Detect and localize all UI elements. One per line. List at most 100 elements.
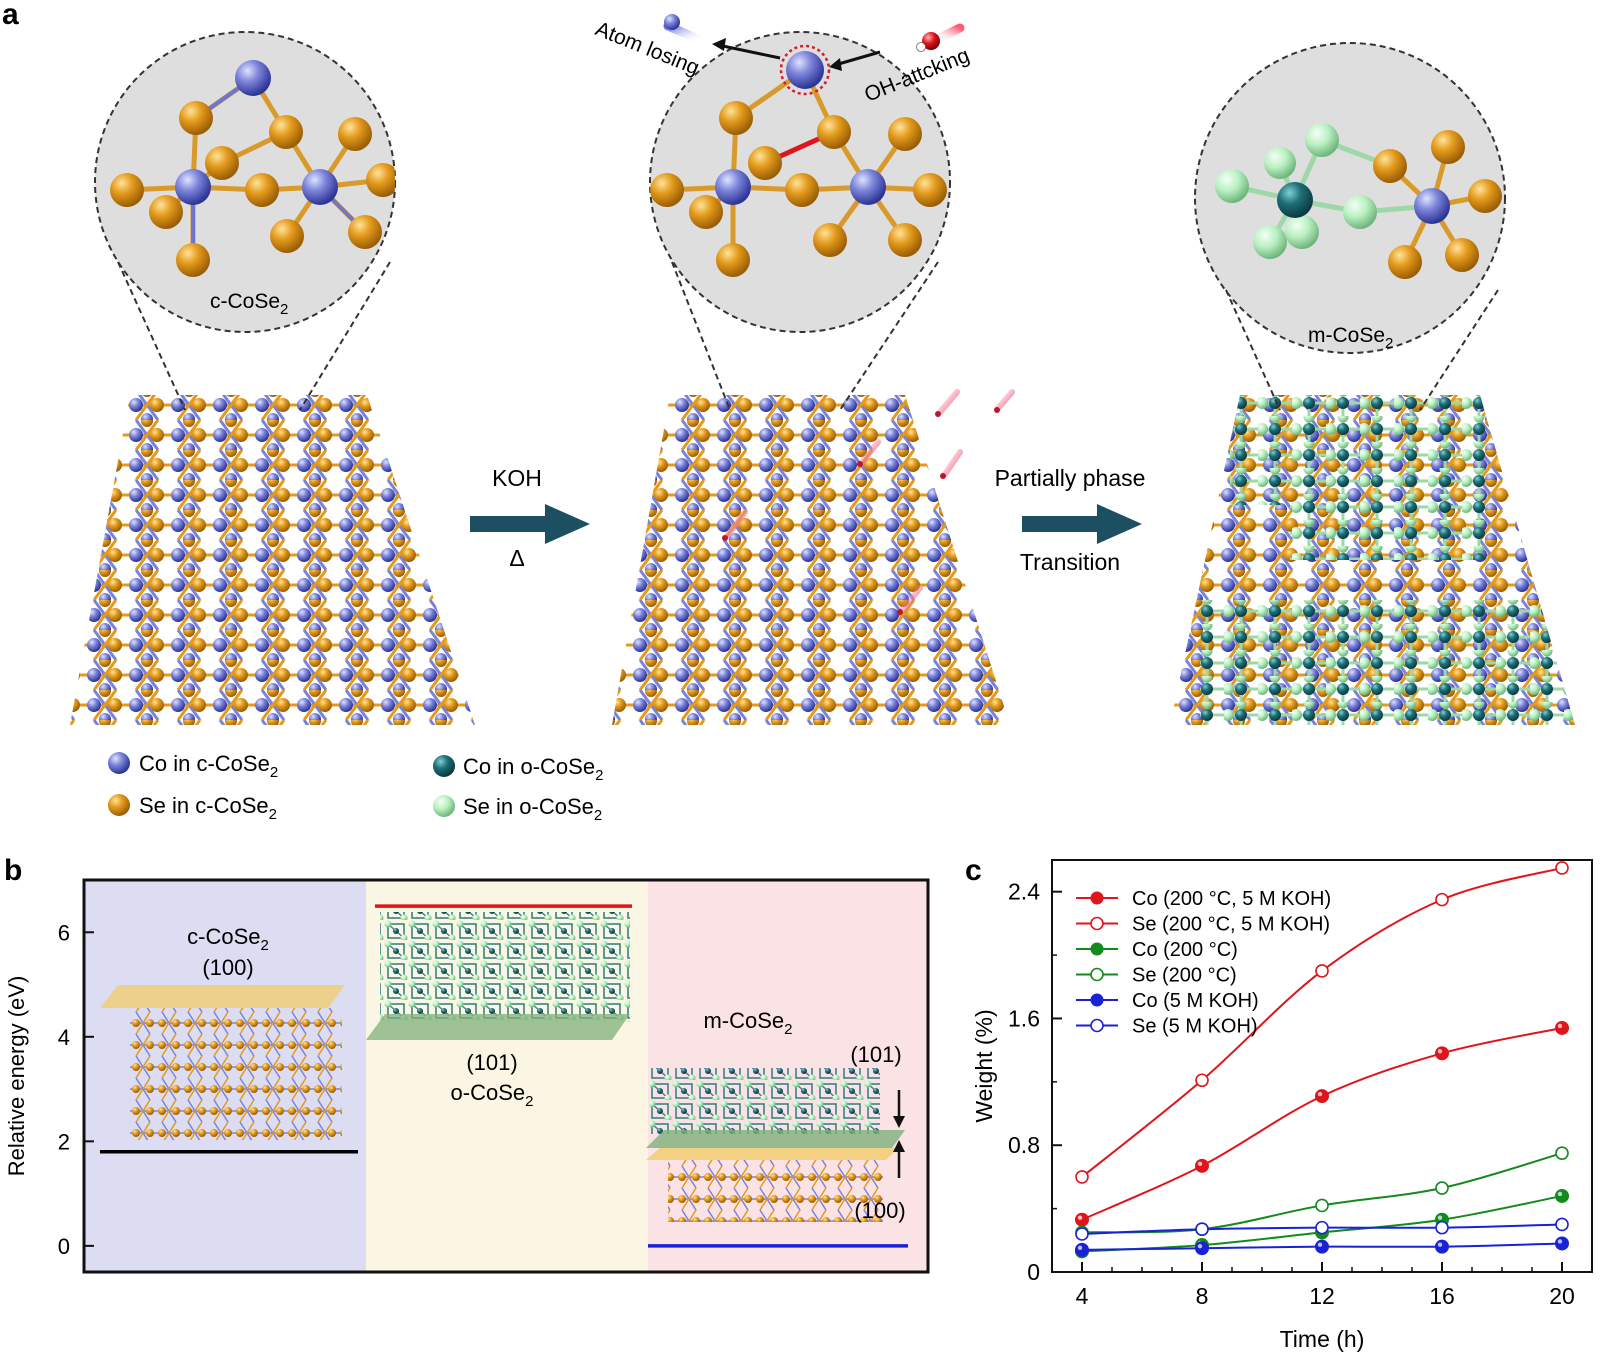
lost-atom-icon [664,14,680,30]
data-point [1555,1146,1569,1160]
hydroxide-icon [922,32,940,50]
legend-entry-3: Co (200 °C) [1076,939,1238,961]
data-point [1435,1220,1449,1235]
c-cose2-label: c-CoSe2 [187,924,269,954]
atom-losing-label: Atom losing [592,17,702,79]
legend-co-c: Co in c-CoSe2 [108,751,278,781]
partially-phase-label: Partially phase [995,465,1146,491]
legend-entry-2: Se (200 °C, 5 M KOH) [1076,914,1330,936]
data-point [1315,1089,1329,1104]
panel-a-label: a [2,0,19,31]
legend-label: Se (200 °C, 5 M KOH) [1132,914,1330,936]
x-tick-label: 8 [1196,1283,1209,1309]
energy-y-tick-label: 0 [58,1234,70,1259]
svg-text:Se in c-CoSe2: Se in c-CoSe2 [139,793,277,823]
m-cose2-zoom-label: m-CoSe2 [1308,324,1393,352]
m-cose2-bottom-plane-label: (100) [854,1198,905,1223]
c-cose2-lattice-slab [70,395,475,725]
c-cose2-cluster [110,60,395,277]
weight-x-label: Time (h) [1280,1326,1365,1352]
y-tick-label: 1.6 [1008,1005,1040,1031]
data-point [1435,892,1449,907]
weight-chart-legend: Co (200 °C, 5 M KOH) Se (200 °C, 5 M KOH)… [1076,888,1331,1038]
energy-y-axis: 0 2 4 6 [58,920,94,1259]
weight-chart-series [1075,861,1569,1259]
svg-text:Co in o-CoSe2: Co in o-CoSe2 [463,754,603,784]
data-point [1075,1227,1089,1241]
oh-attack-arrow [834,50,881,67]
energy-y-label: Relative energy (eV) [4,976,29,1177]
data-point [1315,964,1329,978]
m-cose2-lattice-slab [1170,395,1575,725]
data-point [1195,1073,1209,1088]
legend-entry-4: Se (200 °C) [1076,965,1237,987]
legend-se-o: Se in o-CoSe2 [433,794,602,824]
c-cose2-zoom-label: c-CoSe2 [210,290,288,318]
energy-y-tick-label: 6 [58,920,70,945]
weight-y-label: Weight (%) [971,1009,997,1122]
atom-legend: Co in c-CoSe2 Se in c-CoSe2 Co in o-CoSe… [108,751,603,824]
legend-entry-5: Co (5 M KOH) [1076,990,1259,1012]
data-point [1315,1239,1329,1254]
legend-label: Co (5 M KOH) [1132,990,1259,1012]
legend-label: Co (200 °C, 5 M KOH) [1132,888,1331,910]
hydroxide-streaks [722,389,1015,615]
legend-label: Co (200 °C) [1132,939,1238,961]
x-tick-label: 20 [1549,1283,1575,1309]
panel-c-label: c [965,854,982,887]
data-point [1315,1220,1329,1235]
atom-losing-arrow [717,43,781,60]
svg-text:Co in c-CoSe2: Co in c-CoSe2 [139,751,278,781]
legend-marker [1090,916,1104,931]
o-cose2-plane-label: (101) [466,1050,517,1075]
koh-treated-lattice-slab [612,395,1010,725]
m-cose2-cluster [1215,123,1502,279]
data-point [1315,1198,1329,1213]
y-tick-label: 0.8 [1008,1132,1040,1158]
reaction-cluster [650,67,947,277]
legend-se-c: Se in c-CoSe2 [108,793,277,823]
losing-atom [786,51,824,89]
data-point [1555,1217,1569,1232]
data-point [1075,1170,1089,1184]
data-point [1195,1222,1209,1237]
zoom-circle-reaction: Atom losing OH-attcking [592,14,973,411]
data-point [1195,1158,1209,1173]
transition-label: Transition [1020,549,1120,575]
data-point [1555,861,1569,875]
phase-transition-arrow [1022,504,1142,544]
o-cose2-101-plane [366,1014,630,1040]
legend-marker [1090,967,1104,982]
energy-y-tick-label: 4 [58,1025,70,1050]
m-cose2-label: m-CoSe2 [703,1008,792,1038]
m-cose2-top-structure [650,1068,880,1134]
data-point [1435,1239,1449,1254]
x-tick-label: 4 [1076,1283,1089,1309]
heat-label: Δ [509,545,524,571]
legend-co-o: Co in o-CoSe2 [433,754,603,784]
data-point [1555,1020,1569,1035]
legend-marker [1090,993,1104,1007]
x-tick-label: 12 [1309,1283,1335,1309]
energy-y-tick-label: 2 [58,1129,70,1154]
zoom-circle-c-cose2: c-CoSe2 [94,31,396,411]
legend-marker [1090,1018,1104,1033]
data-point [1435,1046,1449,1061]
legend-entry-6: Se (5 M KOH) [1076,1016,1258,1038]
c-cose2-plane-label: (100) [202,955,253,980]
legend-marker [1090,942,1104,956]
x-tick-label: 16 [1429,1283,1455,1309]
legend-entry-1: Co (200 °C, 5 M KOH) [1076,888,1331,910]
energy-levels [100,904,908,1248]
m-cose2-top-plane-label: (101) [850,1042,901,1067]
zoom-circle-m-cose2: m-CoSe2 [1194,42,1506,411]
series-line-1 [1081,1026,1563,1221]
c-cose2-structure [130,1008,342,1140]
data-point [1195,1241,1209,1256]
data-point [1555,1236,1569,1251]
o-cose2-label: o-CoSe2 [451,1080,534,1110]
y-tick-label: 0 [1027,1259,1040,1285]
series-line-4 [1081,1152,1563,1234]
